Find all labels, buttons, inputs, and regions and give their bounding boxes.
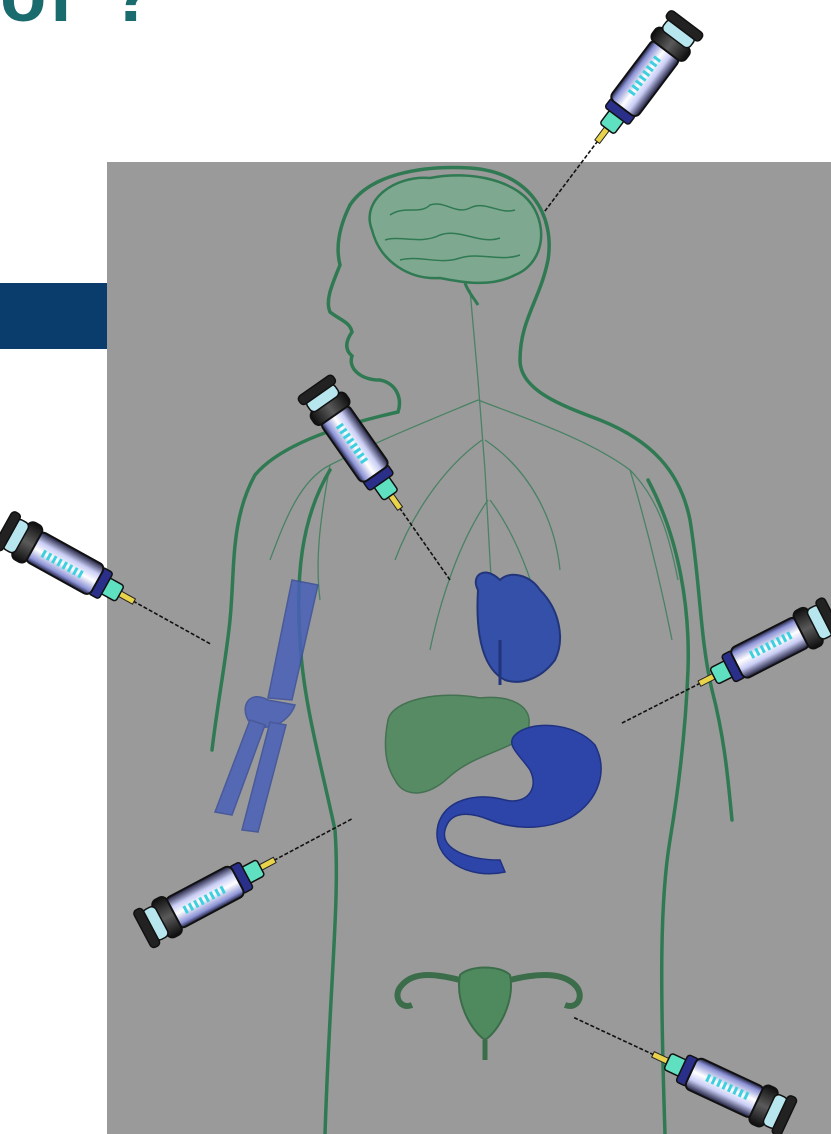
anatomy-illustration bbox=[0, 0, 831, 1134]
